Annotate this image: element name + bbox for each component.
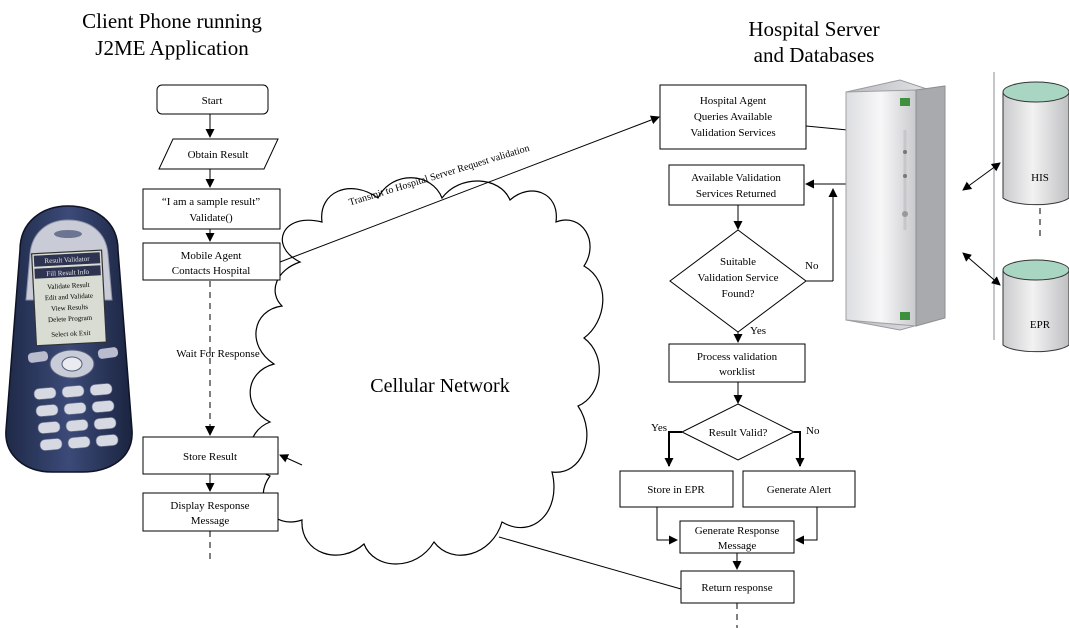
display-response-line2: Message (191, 515, 230, 527)
phone-screen-line: Validate Result (47, 281, 90, 291)
mobile-agent-line1: Mobile Agent (181, 250, 242, 262)
yes-label: Yes (750, 325, 766, 337)
network-label: Cellular Network (370, 375, 509, 397)
generate-response-box (679, 520, 795, 554)
sample-result-line1: “I am a sample result” (162, 196, 260, 208)
client-header-line2: J2ME Application (95, 36, 249, 60)
result-valid-label: Result Valid? (709, 427, 768, 439)
phone-screen-line: View Results (51, 303, 89, 313)
response-arrow-to-client (279, 454, 303, 466)
client-flowchart: Start Obtain Result “I am a sample resul… (142, 84, 281, 560)
generate-alert-box (742, 470, 856, 508)
process-worklist-line1: Process validation (697, 351, 778, 363)
no-label: No (805, 260, 819, 272)
mobile-phone-image: Result Validator Fill Result Info Valida… (5, 205, 133, 473)
display-response-box (142, 492, 279, 532)
obtain-result-label: Obtain Result (188, 149, 249, 161)
process-worklist-box (668, 343, 806, 383)
phone-screen-line: Fill Result Info (46, 268, 90, 278)
server-flowchart: Hospital Agent Queries Available Validat… (619, 84, 860, 628)
process-worklist-line2: worklist (719, 366, 755, 378)
cellular-network-cloud (249, 177, 604, 565)
display-response-line1: Display Response (170, 500, 249, 512)
return-response-label: Return response (701, 582, 772, 594)
suitable-line2: Validation Service (698, 272, 779, 284)
hospital-agent-line1: Hospital Agent (700, 95, 766, 107)
phone-screen: Result Validator Fill Result Info Valida… (33, 252, 101, 339)
store-epr-box (619, 470, 734, 508)
hospital-agent-line2: Queries Available (694, 111, 772, 123)
epr-link (962, 252, 1001, 286)
his-database: HIS (1002, 81, 1069, 206)
mobile-agent-line2: Contacts Hospital (172, 265, 251, 277)
result-valid-diamond (680, 403, 796, 461)
sample-result-line2: Validate() (189, 212, 233, 224)
epr-label: EPR (1030, 319, 1051, 331)
obtain-result-box (158, 138, 279, 170)
suitable-line3: Found? (722, 288, 755, 300)
transmit-arrow (279, 115, 660, 263)
wait-response-label: Wait For Response (176, 348, 260, 360)
store-result-box (142, 436, 279, 475)
generate-alert-label: Generate Alert (767, 484, 831, 496)
client-header-line1: Client Phone running (82, 9, 262, 33)
services-returned-line1: Available Validation (691, 172, 781, 184)
store-result-label: Store Result (183, 451, 237, 463)
store-epr-label: Store in EPR (647, 484, 705, 496)
response-link (498, 536, 682, 590)
hospital-agent-box (659, 84, 807, 150)
start-box (156, 84, 269, 115)
his-link (962, 162, 1001, 191)
services-returned-line2: Services Returned (696, 188, 777, 200)
suitable-line1: Suitable (720, 256, 756, 268)
server-header-line2: and Databases (754, 43, 875, 67)
generate-response-line2: Message (718, 540, 757, 552)
phone-screen-line: Delete Program (48, 314, 93, 324)
phone-screen-line: Edit and Validate (45, 292, 93, 303)
server-tower-image (845, 72, 995, 340)
sample-result-box (142, 188, 281, 230)
mobile-agent-box (142, 242, 281, 281)
services-returned-box (668, 164, 805, 206)
phone-screen-line: Result Validator (44, 255, 90, 265)
his-label: HIS (1031, 172, 1049, 184)
server-header-line1: Hospital Server (748, 17, 879, 41)
epr-database: EPR (1002, 259, 1069, 353)
generate-response-line1: Generate Response (695, 525, 780, 537)
start-label: Start (202, 95, 223, 107)
yes2-label: Yes (651, 422, 667, 434)
no2-label: No (806, 425, 820, 437)
phone-screen-line: Select ok Exit (51, 329, 91, 339)
hospital-agent-line3: Validation Services (690, 127, 775, 139)
